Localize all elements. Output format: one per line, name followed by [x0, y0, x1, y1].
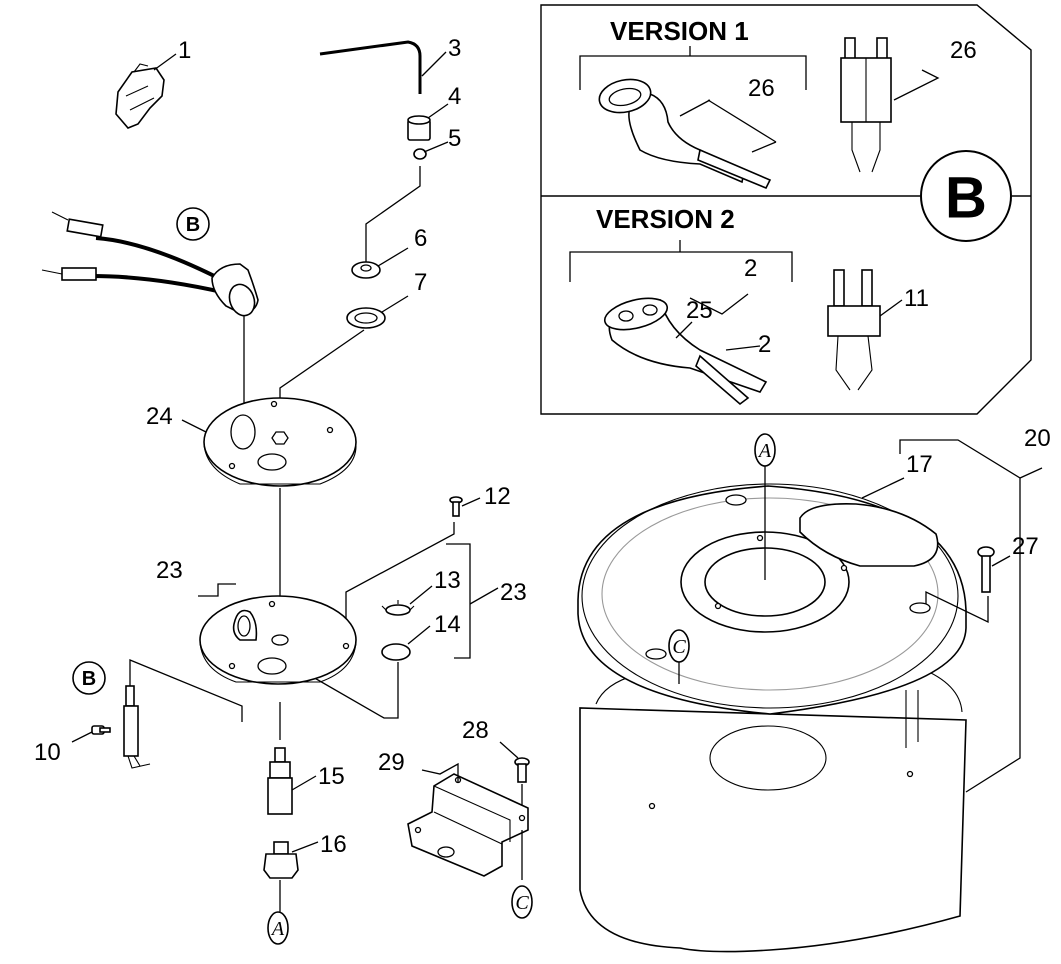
label-part-4: 4: [448, 83, 461, 110]
ref-letter-b-lower: B: [82, 668, 96, 690]
ref-letter-a-top: A: [757, 440, 772, 462]
ref-oval-c-bracket: [511, 885, 533, 919]
nut-part: [407, 115, 431, 141]
ref-circle-b-lower: [72, 661, 106, 695]
burner-plate-23: [199, 595, 357, 685]
ref-letter-c-ring: C: [672, 636, 686, 658]
version2-title: VERSION 2: [596, 204, 735, 234]
label-part-29: 29: [378, 749, 405, 776]
label-part-2-upper: 2: [744, 255, 757, 282]
label-part-26-electrode: 26: [950, 37, 977, 64]
part-number-labels: 1 3 4 5 6 7 24 12 23 13 23 14 10 15 16 2…: [34, 35, 1051, 858]
bolt-27: [977, 546, 995, 593]
inset-badge-letter: B: [945, 166, 987, 231]
label-part-17: 17: [906, 451, 933, 478]
fitting-16: [263, 841, 299, 879]
label-part-6: 6: [414, 225, 427, 252]
olive-part: [413, 148, 427, 160]
label-part-25: 25: [686, 297, 713, 324]
ref-circle-b-upper: [176, 207, 210, 241]
screw-12: [449, 496, 463, 517]
version1-title: VERSION 1: [610, 16, 749, 46]
screw-28: [514, 757, 530, 783]
label-part-26-boot: 26: [748, 75, 775, 102]
label-part-23-left: 23: [156, 557, 183, 584]
label-part-10: 10: [34, 739, 61, 766]
burner-plate-24: [203, 397, 357, 487]
label-part-3: 3: [448, 35, 461, 62]
washer-part: [351, 261, 381, 279]
electrode-v1: [840, 37, 892, 173]
ref-letter-b-upper: B: [186, 214, 200, 236]
label-part-28: 28: [462, 717, 489, 744]
mounting-bracket-29: [407, 773, 529, 877]
electrode-v2: [827, 269, 881, 391]
label-part-11: 11: [904, 285, 929, 312]
ref-letter-c-bracket: C: [515, 892, 529, 914]
electrode-lower: [123, 685, 151, 769]
circlip-13: [381, 600, 415, 616]
label-part-13: 13: [434, 567, 461, 594]
burner-housing: [577, 483, 967, 953]
label-part-23-right: 23: [500, 579, 527, 606]
label-part-2-lower: 2: [758, 331, 771, 358]
sensor-15: [267, 747, 293, 815]
inset-panel: B VERSION 1 VERSION 2: [540, 4, 1032, 415]
disc-14: [381, 643, 411, 661]
ref-oval-a-bottom: [267, 911, 289, 945]
label-part-5: 5: [448, 125, 461, 152]
label-part-24: 24: [146, 403, 173, 430]
label-part-15: 15: [318, 763, 345, 790]
clip-part: [115, 63, 165, 129]
label-part-20: 20: [1024, 425, 1051, 452]
ignition-boot-v1: [598, 78, 772, 190]
label-part-7: 7: [414, 269, 427, 296]
gasket-ring-part: [346, 307, 386, 329]
label-part-14: 14: [434, 611, 461, 638]
label-part-16: 16: [320, 831, 347, 858]
label-part-1: 1: [178, 37, 191, 64]
ignition-cable-assembly: [41, 211, 259, 317]
inset-badge: [920, 150, 1012, 242]
label-part-27: 27: [1012, 533, 1039, 560]
ignition-boot-v2: [603, 297, 768, 406]
ref-letter-a-bottom: A: [270, 918, 285, 940]
label-part-12: 12: [484, 483, 511, 510]
screw-10: [91, 725, 111, 735]
